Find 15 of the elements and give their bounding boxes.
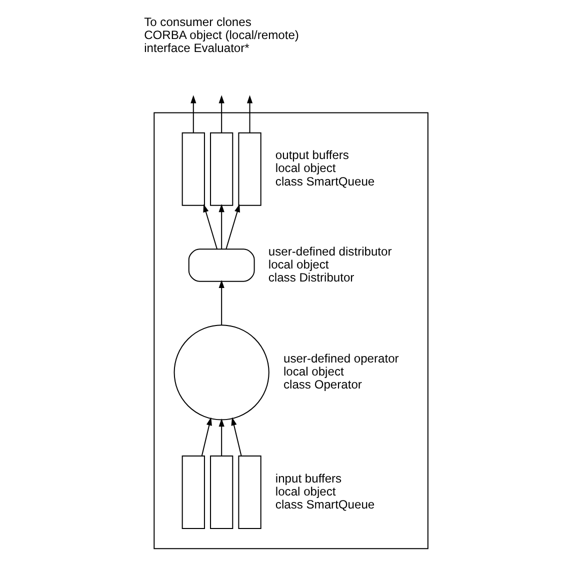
node-label: user-defined distributor: [268, 244, 392, 258]
node-label: user-defined operator: [283, 351, 399, 366]
node-label: local object: [283, 364, 344, 379]
node-label: class SmartQueue: [275, 497, 375, 512]
node-label: class Distributor: [268, 270, 354, 284]
node-label: class Operator: [283, 378, 362, 392]
label: interface Evaluator*: [144, 41, 250, 56]
node-label: local object: [275, 161, 336, 176]
node-label: local object: [275, 484, 336, 498]
label: To consumer clones: [144, 15, 252, 30]
node-label: output buffers: [275, 148, 349, 162]
node-label: input buffers: [275, 471, 342, 486]
node-label: class SmartQueue: [275, 174, 375, 188]
node-label: local object: [268, 257, 329, 272]
label: CORBA object (local/remote): [144, 28, 299, 42]
